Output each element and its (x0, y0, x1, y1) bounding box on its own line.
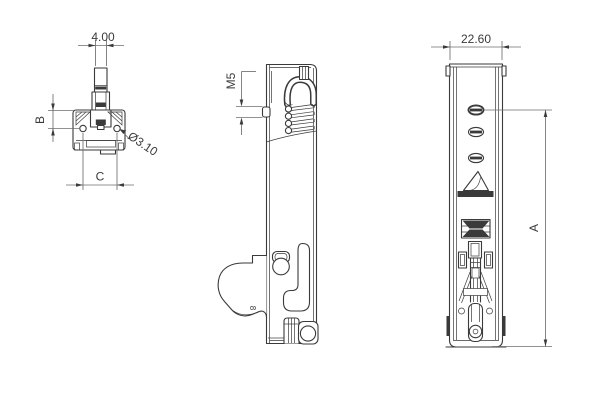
dim-profile-width: 22.60 (431, 32, 521, 60)
dim-hole-spacing: C (66, 133, 134, 190)
stamp-mark: 8 (248, 306, 257, 311)
corner-gusset-left (75, 111, 91, 126)
brand-text-bar (457, 191, 494, 197)
channel-profile (445, 63, 507, 348)
foot-tab-right (502, 316, 506, 336)
hole-right (113, 124, 121, 133)
dim-label-hole-diameter: Ø3.10 (125, 129, 160, 159)
brand-logo (457, 170, 494, 197)
hook-top-tab (298, 65, 310, 81)
coil-spring (284, 104, 315, 135)
face-curve (266, 130, 317, 143)
dim-label-edge-to-hole: B (33, 116, 47, 124)
side-view: 8 M5 (217, 63, 319, 345)
dim-label-overall-height: A (527, 224, 541, 232)
dim-stem-width: 4.00 (78, 30, 124, 66)
dim-edge-to-hole: B (33, 94, 80, 142)
roller (299, 325, 317, 342)
side-bottom-mechanism (268, 317, 319, 345)
corner-gusset-right (107, 111, 123, 126)
thread-tab (261, 106, 271, 118)
dim-label-stem-width: 4.00 (91, 30, 115, 44)
dim-overall-height: A (484, 109, 552, 347)
triangle-with-arc-icon (462, 170, 490, 192)
bottom-roller (468, 324, 483, 339)
hole-left (79, 124, 87, 133)
keyhole (271, 250, 291, 276)
foot-tab-left (446, 316, 450, 336)
dim-thread: M5 (224, 71, 263, 135)
hook (283, 65, 317, 108)
top-view: 4.00 B C Ø3.10 (33, 30, 161, 190)
screw-slots (467, 104, 485, 164)
stem (89, 67, 112, 131)
dim-label-profile-width: 22.60 (461, 32, 491, 46)
top-ear-right (501, 65, 507, 77)
lever-arm: 8 (217, 254, 268, 319)
dim-label-thread: M5 (224, 72, 238, 89)
dim-label-hole-spacing: C (96, 170, 105, 184)
top-ear-left (445, 65, 451, 77)
grip-block (460, 218, 491, 239)
latch-mechanism (457, 240, 494, 343)
dim-hole-diameter: Ø3.10 (119, 129, 161, 159)
mount-body (72, 109, 126, 155)
bean-slot (282, 242, 311, 312)
front-view: 22.60 A (431, 32, 552, 348)
bottom-tab (99, 149, 117, 155)
